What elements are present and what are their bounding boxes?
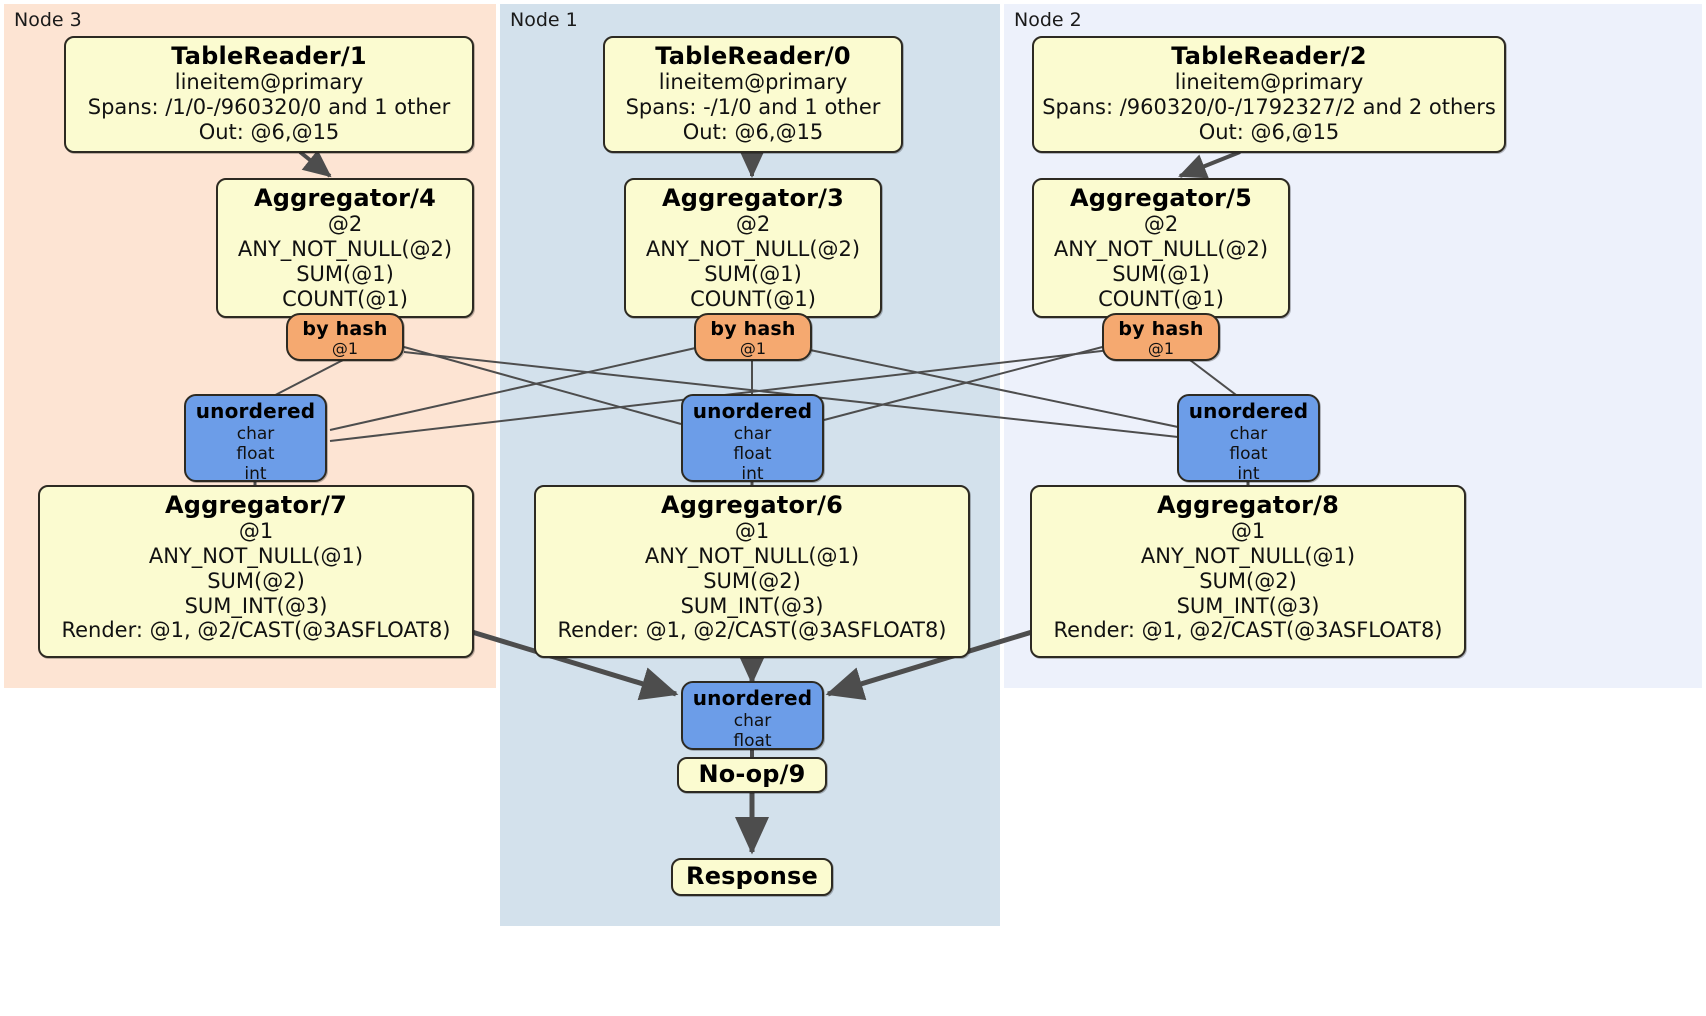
processor-render: Render: @1, @2/CAST(@3ASFLOAT8) (61, 618, 451, 643)
processor-title: Aggregator/4 (253, 184, 437, 212)
processor-aggregator-6[interactable]: Aggregator/6 @1 ANY_NOT_NULL(@1) SUM(@2)… (534, 485, 970, 658)
processor-agg-3: SUM_INT(@3) (1176, 593, 1320, 618)
processor-agg-1: ANY_NOT_NULL(@2) (645, 237, 861, 262)
router-column: @1 (739, 339, 767, 359)
processor-title: Aggregator/8 (1156, 491, 1340, 519)
processor-out: Out: @6,@15 (682, 119, 824, 144)
router-column: @1 (331, 339, 359, 359)
processor-agg-3: SUM_INT(@3) (680, 593, 824, 618)
processor-title: Aggregator/3 (661, 184, 845, 212)
processor-table-reader-node3[interactable]: TableReader/1 lineitem@primary Spans: /1… (64, 36, 474, 153)
sync-title: unordered (692, 686, 813, 710)
processor-agg-2: SUM(@2) (207, 568, 305, 593)
processor-aggregator-4[interactable]: Aggregator/4 @2 ANY_NOT_NULL(@2) SUM(@1)… (216, 178, 474, 318)
processor-agg-3: COUNT(@1) (1098, 286, 1224, 311)
sync-type-3: int (244, 463, 267, 484)
sync-title: unordered (195, 399, 316, 423)
sync-type-2: float (733, 730, 772, 751)
sync-type-2: float (236, 443, 275, 464)
processor-table: lineitem@primary (658, 70, 848, 95)
processor-agg-1: ANY_NOT_NULL(@1) (1140, 544, 1356, 569)
sync-type-2: float (1229, 443, 1268, 464)
processor-agg-1: ANY_NOT_NULL(@1) (148, 544, 364, 569)
router-title: by hash (710, 318, 796, 340)
processor-group-cols: @2 (327, 212, 363, 237)
router-by-hash-node3[interactable]: by hash @1 (286, 313, 404, 361)
sync-type-2: float (733, 443, 772, 464)
processor-table: lineitem@primary (1174, 70, 1364, 95)
processor-agg-3: SUM_INT(@3) (184, 593, 328, 618)
processor-table: lineitem@primary (174, 70, 364, 95)
router-by-hash-node1[interactable]: by hash @1 (694, 313, 812, 361)
sync-type-3: int (1237, 463, 1260, 484)
processor-group-cols: @1 (238, 519, 274, 544)
processor-title: Aggregator/5 (1069, 184, 1253, 212)
processor-group-cols: @1 (1230, 519, 1266, 544)
processor-agg-2: SUM(@1) (1112, 261, 1210, 286)
processor-agg-3: COUNT(@1) (690, 286, 816, 311)
sync-type-3: int (741, 463, 764, 484)
processor-group-cols: @2 (1143, 212, 1179, 237)
cluster-label-node1: Node 1 (510, 9, 578, 31)
processor-spans: Spans: -/1/0 and 1 other (625, 95, 881, 120)
processor-aggregator-5[interactable]: Aggregator/5 @2 ANY_NOT_NULL(@2) SUM(@1)… (1032, 178, 1290, 318)
processor-agg-1: ANY_NOT_NULL(@2) (237, 237, 453, 262)
processor-title: TableReader/0 (655, 42, 851, 70)
processor-render: Render: @1, @2/CAST(@3ASFLOAT8) (557, 618, 947, 643)
router-title: by hash (302, 318, 388, 340)
sync-type-1: char (236, 423, 275, 444)
processor-agg-1: ANY_NOT_NULL(@2) (1053, 237, 1269, 262)
processor-out: Out: @6,@15 (1198, 119, 1340, 144)
processor-agg-2: SUM(@2) (1199, 568, 1297, 593)
processor-table-reader-node1[interactable]: TableReader/0 lineitem@primary Spans: -/… (603, 36, 903, 153)
processor-aggregator-7[interactable]: Aggregator/7 @1 ANY_NOT_NULL(@1) SUM(@2)… (38, 485, 474, 658)
processor-title: Aggregator/7 (164, 491, 348, 519)
sync-title: unordered (692, 399, 813, 423)
router-column: @1 (1147, 339, 1175, 359)
processor-table-reader-node2[interactable]: TableReader/2 lineitem@primary Spans: /9… (1032, 36, 1506, 153)
processor-response[interactable]: Response (671, 858, 833, 896)
sync-title: unordered (1188, 399, 1309, 423)
sync-type-1: char (733, 710, 772, 731)
processor-group-cols: @1 (734, 519, 770, 544)
processor-out: Out: @6,@15 (198, 119, 340, 144)
router-title: by hash (1118, 318, 1204, 340)
processor-aggregator-3[interactable]: Aggregator/3 @2 ANY_NOT_NULL(@2) SUM(@1)… (624, 178, 882, 318)
cluster-label-node3: Node 3 (14, 9, 82, 31)
processor-agg-3: COUNT(@1) (282, 286, 408, 311)
processor-agg-1: ANY_NOT_NULL(@1) (644, 544, 860, 569)
processor-agg-2: SUM(@2) (703, 568, 801, 593)
processor-title: Aggregator/6 (660, 491, 844, 519)
synchronizer-unordered-node3[interactable]: unordered char float int (184, 394, 327, 484)
processor-aggregator-8[interactable]: Aggregator/8 @1 ANY_NOT_NULL(@1) SUM(@2)… (1030, 485, 1466, 658)
processor-group-cols: @2 (735, 212, 771, 237)
processor-agg-2: SUM(@1) (296, 261, 394, 286)
processor-render: Render: @1, @2/CAST(@3ASFLOAT8) (1053, 618, 1443, 643)
cluster-label-node2: Node 2 (1014, 9, 1082, 31)
processor-spans: Spans: /960320/0-/1792327/2 and 2 others (1042, 95, 1496, 120)
synchronizer-unordered-node2[interactable]: unordered char float int (1177, 394, 1320, 484)
processor-title: No-op/9 (698, 760, 806, 788)
processor-agg-2: SUM(@1) (704, 261, 802, 286)
sync-type-1: char (733, 423, 772, 444)
processor-title: Response (686, 862, 818, 890)
processor-title: TableReader/2 (1171, 42, 1367, 70)
synchronizer-unordered-final[interactable]: unordered char float (681, 681, 824, 751)
processor-title: TableReader/1 (171, 42, 367, 70)
sync-type-1: char (1229, 423, 1268, 444)
processor-no-op-9[interactable]: No-op/9 (677, 757, 827, 793)
router-by-hash-node2[interactable]: by hash @1 (1102, 313, 1220, 361)
synchronizer-unordered-node1[interactable]: unordered char float int (681, 394, 824, 484)
processor-spans: Spans: /1/0-/960320/0 and 1 other (87, 95, 451, 120)
